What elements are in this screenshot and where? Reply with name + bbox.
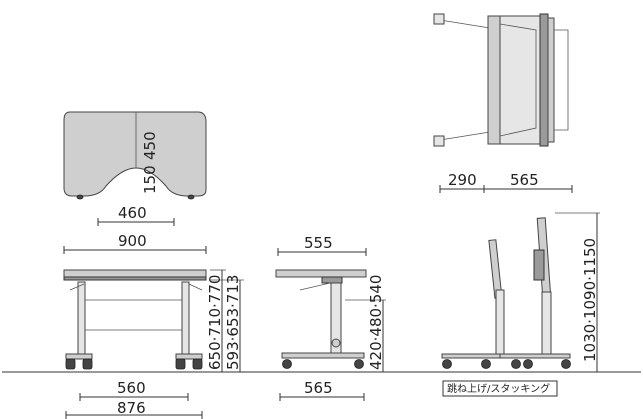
dim-folded-offset: 290 <box>448 171 477 189</box>
caption-box <box>442 380 558 397</box>
dim-front-base-width: 876 <box>117 399 146 417</box>
tabletop-plan <box>63 111 207 197</box>
dim-top-notch-width: 460 <box>118 204 147 222</box>
dim-side-depth: 555 <box>304 234 333 252</box>
folded-plan-view: 290 565 <box>433 13 573 193</box>
dim-front-heights-a: 650·710·770 <box>206 275 224 370</box>
top-view: 450 150 460 <box>63 111 207 226</box>
dim-front-heights-b: 593·653·713 <box>224 275 242 370</box>
folded-stack-view: 1030·1090·1150 跳ね上げ/スタッキング <box>441 212 600 397</box>
caption-text: 跳ね上げ/スタッキング <box>447 382 550 395</box>
front-view: 900 650·710·770 593·653·713 560 876 <box>63 232 244 419</box>
dim-folded-depth: 565 <box>510 171 539 189</box>
dim-side-base-depth: 565 <box>304 379 333 397</box>
dim-top-notch: 150 <box>141 165 159 194</box>
side-view: 555 420·480·540 565 <box>275 234 386 401</box>
dim-front-leg-span: 560 <box>117 379 146 397</box>
dim-folded-heights: 1030·1090·1150 <box>581 238 599 362</box>
dim-side-heights: 420·480·540 <box>367 275 385 370</box>
dim-front-width: 900 <box>118 232 147 250</box>
dim-top-depth: 450 <box>141 131 159 160</box>
